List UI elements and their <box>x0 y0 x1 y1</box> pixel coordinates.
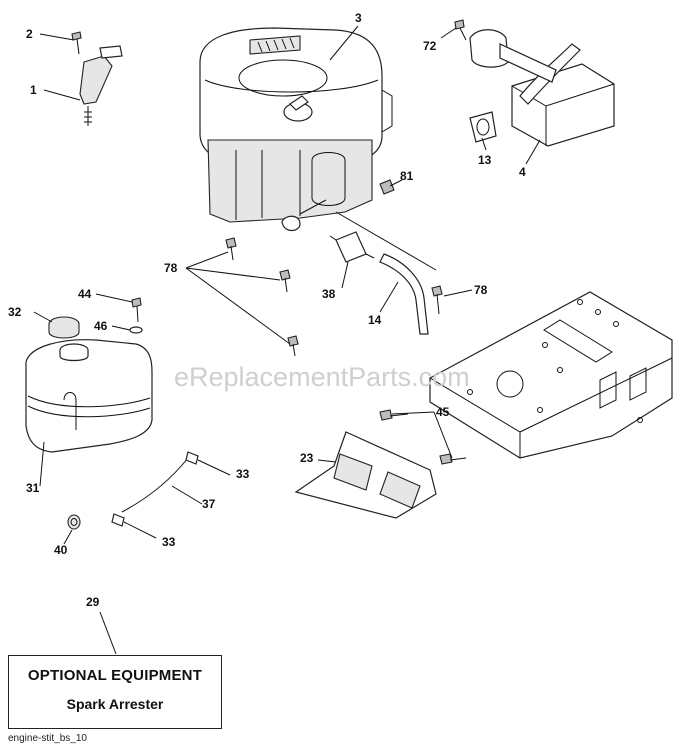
diagram-footer: engine-stit_bs_10 <box>8 733 87 744</box>
callout-78-right: 78 <box>474 283 488 297</box>
spark-arrester-label: Spark Arrester <box>66 696 164 712</box>
callout-38: 38 <box>322 287 336 301</box>
callout-3: 3 <box>355 11 362 25</box>
callout-4: 4 <box>519 165 526 179</box>
heat-shield <box>294 409 467 519</box>
callout-13: 13 <box>478 153 492 167</box>
callout-1: 1 <box>30 83 37 97</box>
engine <box>199 27 393 232</box>
optional-equipment-box: OPTIONAL EQUIPMENT Spark Arrester <box>8 655 222 729</box>
callout-2: 2 <box>26 27 33 41</box>
callout-29: 29 <box>86 595 100 609</box>
callout-45: 45 <box>436 405 450 419</box>
callout-72: 72 <box>423 39 437 53</box>
callout-labels: 2 1 3 72 13 4 81 78 38 14 78 44 32 46 31… <box>8 11 526 609</box>
callout-81: 81 <box>400 169 414 183</box>
callout-46: 46 <box>94 319 108 333</box>
chassis-frame <box>429 291 673 459</box>
fuel-line <box>111 451 199 527</box>
fuel-components <box>225 179 443 357</box>
throttle-control <box>71 31 123 126</box>
watermark: eReplacementParts.com <box>174 362 470 392</box>
callout-44: 44 <box>78 287 92 301</box>
leader-lines <box>33 25 541 655</box>
fuel-tank <box>25 297 153 530</box>
muffler <box>454 19 615 147</box>
callout-33-bottom: 33 <box>162 535 176 549</box>
optional-equipment-title: OPTIONAL EQUIPMENT <box>27 667 203 684</box>
callout-40: 40 <box>54 543 68 557</box>
callout-78-left: 78 <box>164 261 178 275</box>
callout-32: 32 <box>8 305 22 319</box>
callout-14: 14 <box>368 313 382 327</box>
callout-31: 31 <box>26 481 40 495</box>
callout-37: 37 <box>202 497 216 511</box>
callout-33-top: 33 <box>236 467 250 481</box>
callout-23: 23 <box>300 451 314 465</box>
